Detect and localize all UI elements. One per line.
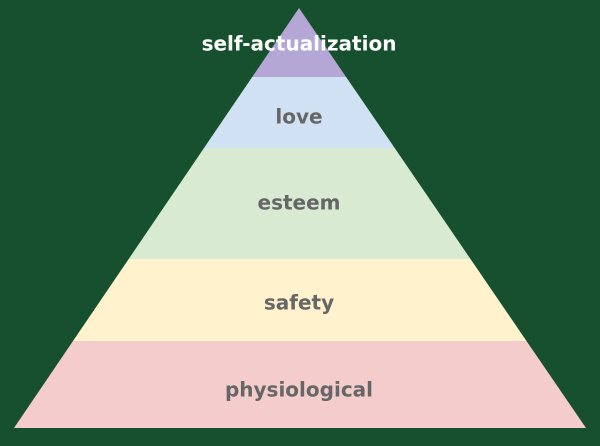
- pyramid-tier-safety: [73, 259, 527, 341]
- tier-label-physiological: physiological: [225, 378, 373, 402]
- tier-label-love: love: [275, 105, 322, 129]
- tier-label-safety: safety: [264, 291, 334, 315]
- tier-label-esteem: esteem: [258, 191, 341, 215]
- pyramid-tier-self-actualization: [252, 8, 347, 77]
- pyramid-tier-esteem: [128, 148, 471, 259]
- pyramid-tier-love: [204, 77, 395, 148]
- pyramid-tier-physiological: [14, 341, 586, 428]
- tier-label-self-actualization: self-actualization: [202, 32, 397, 56]
